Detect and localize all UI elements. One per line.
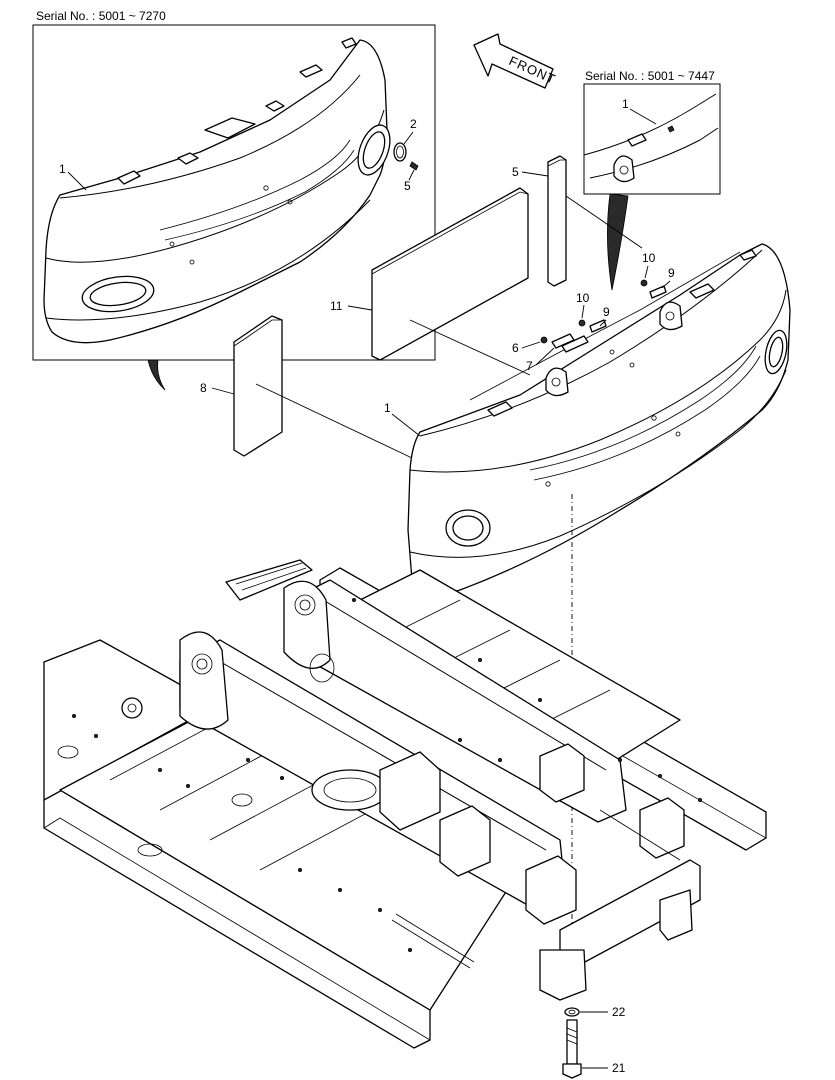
front-arrow: FRONT [473,33,558,89]
inset-left: Serial No. : 5001 ~ 7270 [32,9,436,391]
screw [409,161,419,171]
callout-22: 22 [612,1005,626,1019]
callout-8: 8 [200,381,207,395]
plate-8 [233,315,283,457]
callout-5: 5 [404,179,411,193]
washer-22 [564,1007,580,1017]
counterweight-old [43,37,391,344]
callout-5-plate: 5 [512,165,519,179]
inset-right: Serial No. : 5001 ~ 7447 1 [583,69,721,291]
parts-exploded: 5 11 8 6 7 10 9 10 9 [200,155,675,459]
nut-6 [540,336,548,344]
callout-2: 2 [410,117,417,131]
callout-1-main: 1 [384,401,391,415]
step-plate [225,559,313,601]
plate-11 [371,187,529,361]
callout-10-a: 10 [576,291,590,305]
inset-arrow-left [147,359,166,391]
callout-21: 21 [612,1061,626,1075]
callout-1-detail: 1 [622,97,629,111]
callout-7: 7 [526,359,533,373]
callout-9-a: 9 [603,305,610,319]
upper-frame [43,559,767,1049]
mounting-hardware: 22 21 [562,1005,626,1079]
ring-gasket [393,142,407,162]
callout-11: 11 [330,299,343,313]
frame-bolt-holes [72,598,703,953]
callout-6: 6 [512,341,519,355]
callout-1: 1 [59,162,66,176]
serial-label-right: Serial No. : 5001 ~ 7447 [585,69,715,83]
callout-9-b: 9 [668,266,675,280]
serial-label-left: Serial No. : 5001 ~ 7270 [36,9,166,23]
inset-right-frame [583,83,721,195]
counterweight-main: 1 [384,243,791,595]
callout-10-b: 10 [642,251,656,265]
inset-arrow-right [607,193,629,291]
plate-5 [547,155,567,287]
washer-10 [578,319,586,327]
clip-9 [589,319,607,333]
